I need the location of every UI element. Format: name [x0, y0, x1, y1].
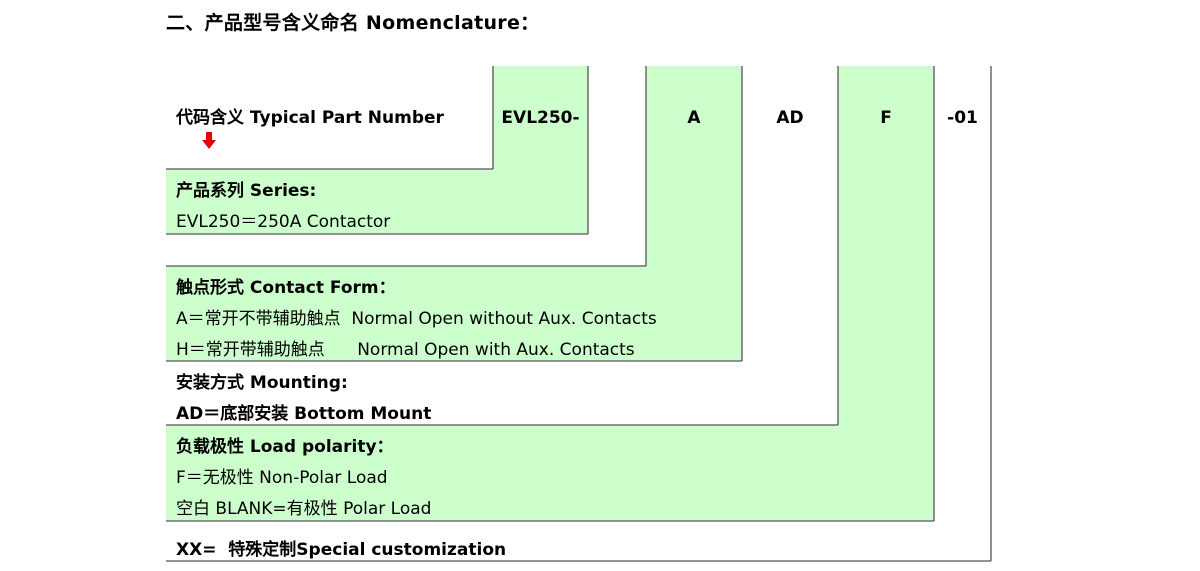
series-title: 产品系列 Series: — [176, 181, 317, 201]
code-cell-a — [646, 66, 742, 266]
mounting-line: AD＝底部安装 Bottom Mount — [176, 404, 432, 424]
load-polarity-line: F＝无极性 Non-Polar Load — [176, 468, 388, 488]
series-section — [166, 169, 588, 234]
special-customization-title: XX= 特殊定制Special customization — [176, 540, 507, 560]
load-polarity-title: 负载极性 Load polarity： — [176, 437, 394, 457]
code-01: -01 — [947, 108, 978, 128]
code-ad: AD — [776, 108, 804, 128]
contact-form-line: H＝常开带辅助触点 Normal Open with Aux. Contacts — [176, 340, 635, 360]
series-line: EVL250＝250A Contactor — [176, 212, 391, 232]
page-title: 二、产品型号含义命名 Nomenclature： — [166, 12, 540, 34]
mounting-title: 安装方式 Mounting: — [176, 373, 348, 393]
code-evl250: EVL250- — [501, 108, 580, 128]
code-a: A — [687, 108, 701, 128]
load-polarity-section — [166, 425, 934, 521]
typical-part-number-label: 代码含义 Typical Part Number — [176, 108, 444, 128]
red-down-arrow-icon — [202, 132, 216, 149]
contact-form-title: 触点形式 Contact Form： — [176, 278, 396, 298]
contact-form-section — [166, 266, 742, 361]
code-f: F — [880, 108, 892, 128]
contact-form-line: A＝常开不带辅助触点 Normal Open without Aux. Cont… — [176, 309, 657, 329]
code-cell-evl250 — [493, 66, 588, 169]
load-polarity-line: 空白 BLANK=有极性 Polar Load — [176, 499, 432, 519]
code-cell-f — [838, 66, 934, 425]
